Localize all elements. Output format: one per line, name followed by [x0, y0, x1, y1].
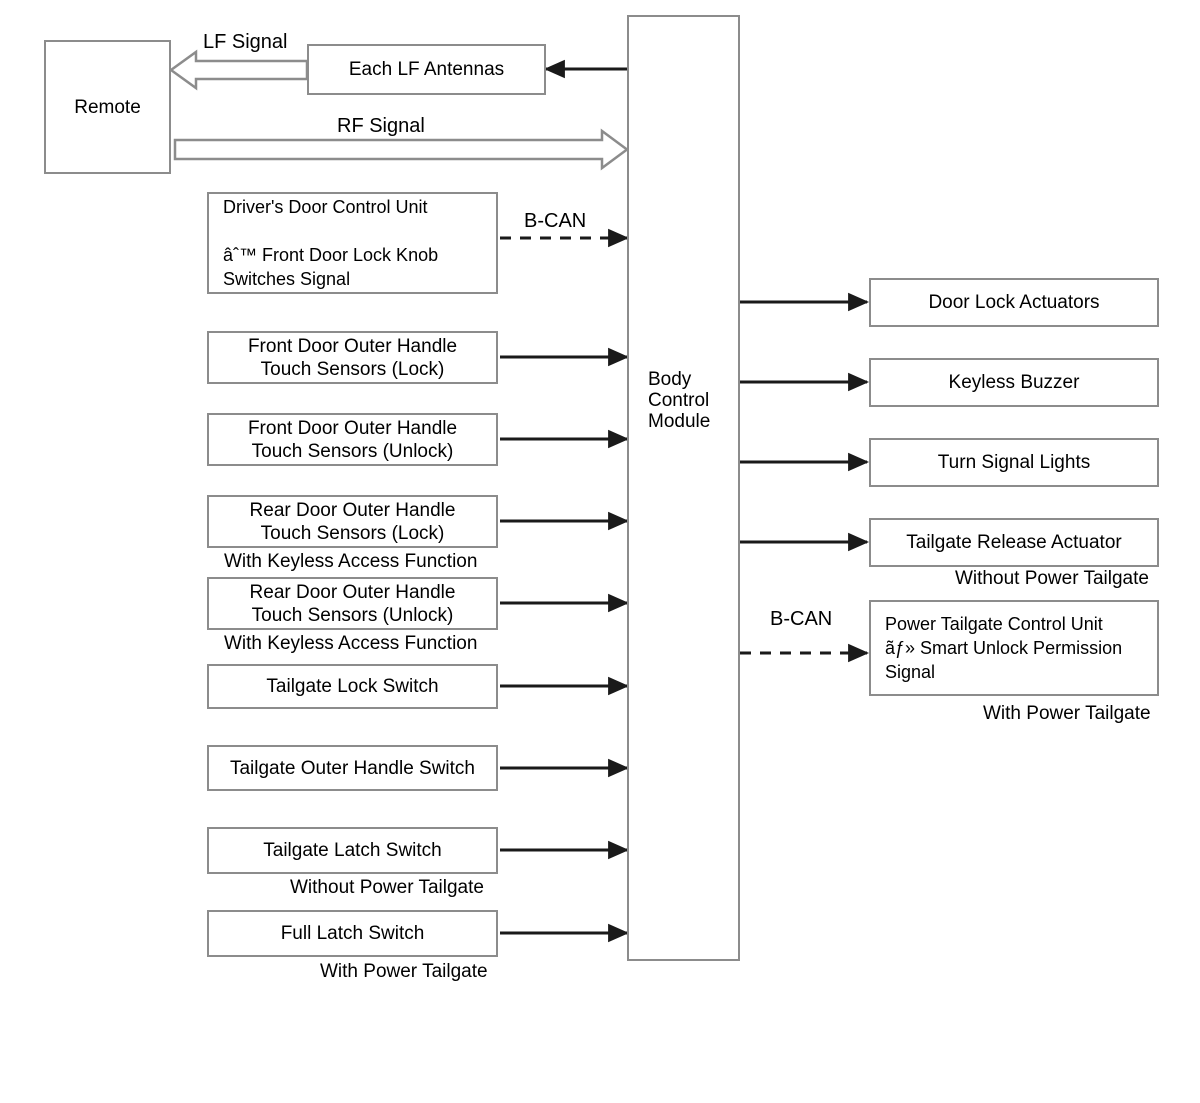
lf-signal-label: LF Signal	[203, 31, 288, 53]
caption-tailgate-release-actuator: Without Power Tailgate	[955, 568, 1149, 589]
body-control-module-label: Body Control Module	[648, 369, 711, 432]
input-box-front-door-unlock-sensor[interactable]: Front Door Outer Handle Touch Sensors (U…	[207, 413, 498, 466]
input-box-tailgate-lock-switch[interactable]: Tailgate Lock Switch	[207, 664, 498, 709]
output-box-turn-signal-lights[interactable]: Turn Signal Lights	[869, 438, 1159, 487]
output-label-door-lock-actuators: Door Lock Actuators	[928, 292, 1100, 313]
input-box-front-door-lock-sensor[interactable]: Front Door Outer Handle Touch Sensors (L…	[207, 331, 498, 384]
input-label-tailgate-outer-handle-switch: Tailgate Outer Handle Switch	[229, 757, 475, 779]
input-box-tailgate-outer-handle-switch[interactable]: Tailgate Outer Handle Switch	[207, 745, 498, 791]
input-label-tailgate-latch-switch: Tailgate Latch Switch	[263, 840, 442, 861]
input-box-rear-door-lock-sensor[interactable]: Rear Door Outer Handle Touch Sensors (Lo…	[207, 495, 498, 548]
input-box-rear-door-unlock-sensor[interactable]: Rear Door Outer Handle Touch Sensors (Un…	[207, 577, 498, 630]
input-label-full-latch-switch: Full Latch Switch	[280, 923, 425, 944]
bcan-label-right: B-CAN	[770, 608, 833, 630]
output-label-tailgate-release-actuator: Tailgate Release Actuator	[906, 532, 1122, 553]
remote-box[interactable]: Remote	[44, 40, 171, 174]
input-label-tailgate-lock-switch: Tailgate Lock Switch	[266, 676, 439, 697]
remote-label: Remote	[74, 96, 141, 118]
input-box-drivers-door-control-unit[interactable]: Driver's Door Control Unit âˆ™ Front Doo…	[207, 192, 498, 294]
input-label-drivers-door-control-unit: Driver's Door Control Unit âˆ™ Front Doo…	[223, 197, 439, 289]
caption-tailgate-latch-switch: Without Power Tailgate	[290, 877, 484, 898]
bcan-label-left: B-CAN	[524, 210, 587, 232]
lf-signal-block-arrow	[168, 49, 309, 91]
input-label-front-door-lock-sensor: Front Door Outer Handle Touch Sensors (L…	[247, 335, 458, 380]
body-control-module-box[interactable]	[627, 15, 740, 961]
input-label-front-door-unlock-sensor: Front Door Outer Handle Touch Sensors (U…	[247, 417, 458, 462]
output-label-power-tailgate-control-unit: Power Tailgate Control Unit ãƒ» Smart Un…	[885, 614, 1123, 682]
caption-power-tailgate-control-unit: With Power Tailgate	[983, 703, 1151, 724]
caption-full-latch-switch: With Power Tailgate	[320, 961, 488, 982]
input-label-rear-door-lock-sensor: Rear Door Outer Handle Touch Sensors (Lo…	[249, 499, 456, 544]
input-box-full-latch-switch[interactable]: Full Latch Switch	[207, 910, 498, 957]
output-box-power-tailgate-control-unit[interactable]: Power Tailgate Control Unit ãƒ» Smart Un…	[869, 600, 1159, 696]
input-box-tailgate-latch-switch[interactable]: Tailgate Latch Switch	[207, 827, 498, 874]
lf-antennas-label: Each LF Antennas	[348, 59, 505, 80]
rf-signal-label: RF Signal	[337, 115, 425, 137]
output-box-keyless-buzzer[interactable]: Keyless Buzzer	[869, 358, 1159, 407]
input-label-rear-door-unlock-sensor: Rear Door Outer Handle Touch Sensors (Un…	[249, 581, 456, 626]
caption-rear-door-unlock-sensor: With Keyless Access Function	[224, 633, 478, 654]
caption-rear-door-lock-sensor: With Keyless Access Function	[224, 551, 478, 572]
output-label-turn-signal-lights: Turn Signal Lights	[937, 452, 1091, 473]
lf-antennas-box[interactable]: Each LF Antennas	[307, 44, 546, 95]
output-box-door-lock-actuators[interactable]: Door Lock Actuators	[869, 278, 1159, 327]
output-box-tailgate-release-actuator[interactable]: Tailgate Release Actuator	[869, 518, 1159, 567]
output-label-keyless-buzzer: Keyless Buzzer	[948, 372, 1080, 393]
